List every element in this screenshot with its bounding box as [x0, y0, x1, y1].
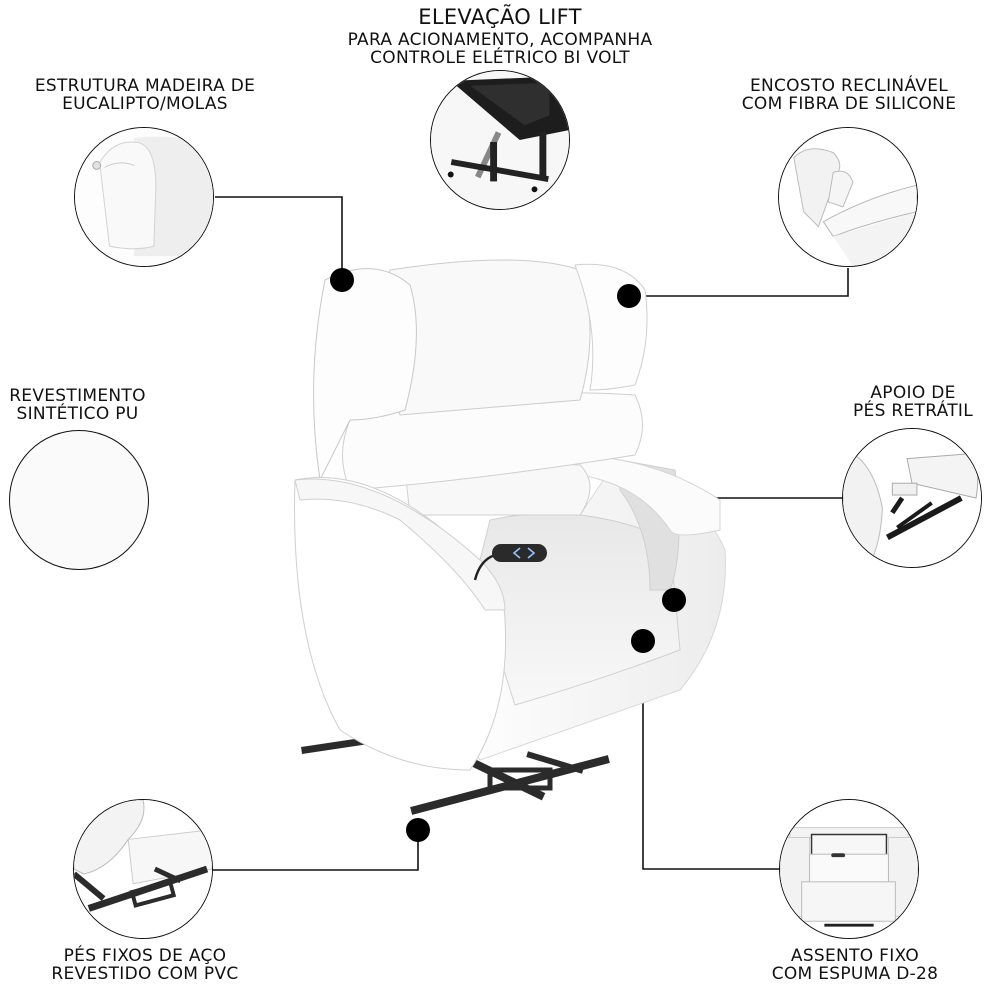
headrest-detail-image: [74, 127, 214, 267]
lift-subtitle-1: Para acionamento, acompanha: [347, 30, 653, 51]
seat-front-image: [779, 799, 919, 939]
hotspot-pes[interactable]: [406, 818, 430, 842]
lift-subtitle-2: controle elétrico bi volt: [370, 47, 630, 68]
hotspot-apoio[interactable]: [662, 588, 686, 612]
lift-feature-label: Elevação Lift Para acionamento, acompanh…: [300, 6, 700, 68]
footrest-mechanism-image: [842, 428, 982, 568]
hotspot-assento[interactable]: [631, 629, 655, 653]
hotspot-estrutura[interactable]: [330, 268, 354, 292]
lift-mechanism-image: [430, 70, 570, 210]
pes-label: Pés fixos de aço revestido com PVC: [51, 946, 239, 984]
encosto-label: Encosto reclinável com fibra de silicone: [741, 76, 957, 114]
lift-title: Elevação Lift: [418, 5, 582, 29]
estrutura-label: Estrutura madeira de eucalipto/molas: [34, 76, 256, 114]
connector-pes: [213, 830, 419, 871]
remote-control: [473, 544, 547, 581]
revestimento-label: Revestimento sintético PU: [9, 386, 146, 424]
apoio-label: Apoio de pés retrátil: [852, 383, 974, 421]
reclining-back-image: [778, 127, 918, 267]
steel-base-image: [73, 799, 213, 939]
assento-label: Assento fixo com espuma D-28: [771, 946, 939, 984]
hotspot-encosto[interactable]: [617, 284, 641, 308]
pu-swatch: [9, 430, 149, 570]
lift-recliner-chair: [294, 259, 726, 830]
